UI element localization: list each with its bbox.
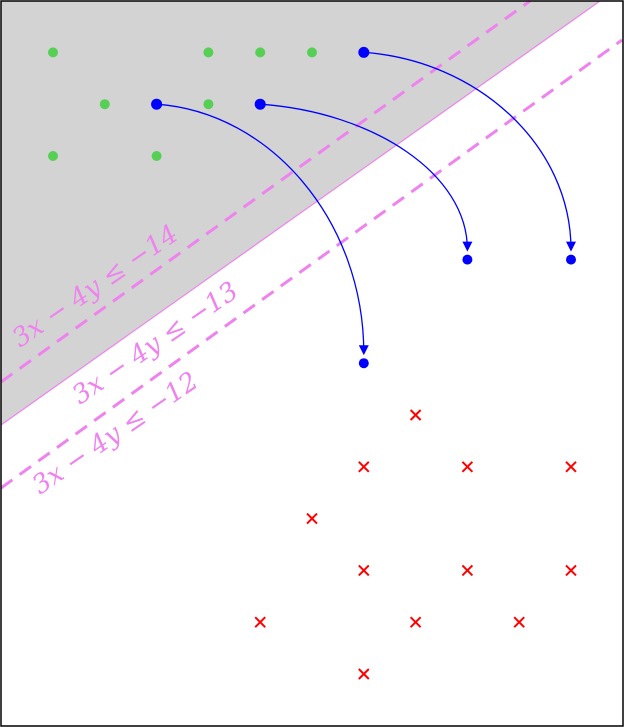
cross-point-6 bbox=[461, 564, 474, 577]
arrows bbox=[156, 51, 576, 369]
cross-points bbox=[254, 409, 577, 680]
green-point-2 bbox=[255, 47, 266, 58]
cross-point-4 bbox=[306, 512, 318, 525]
constraint-line-14 bbox=[0, 0, 531, 384]
blue-point-1 bbox=[151, 98, 163, 110]
cross-point-8 bbox=[254, 616, 266, 628]
cross-point-7 bbox=[565, 564, 577, 577]
arrow-target-point-1 bbox=[462, 254, 473, 265]
blue-points bbox=[151, 46, 370, 110]
cross-point-9 bbox=[409, 616, 422, 628]
arrow-target-point-2 bbox=[358, 358, 369, 369]
green-point-5 bbox=[203, 99, 214, 110]
cross-point-11 bbox=[358, 668, 370, 680]
arrow-target-point-0 bbox=[566, 254, 576, 265]
rounding-arrow-1 bbox=[260, 103, 473, 252]
blue-point-2 bbox=[254, 98, 266, 110]
cross-point-0 bbox=[409, 409, 422, 421]
rounding-arrow-0 bbox=[363, 51, 576, 252]
feasible-region-boundary bbox=[0, 0, 601, 426]
green-point-3 bbox=[307, 47, 317, 58]
constraint-line-12 bbox=[0, 38, 623, 490]
cross-point-2 bbox=[461, 461, 474, 473]
green-point-1 bbox=[203, 47, 214, 58]
cross-point-10 bbox=[513, 616, 525, 628]
green-point-0 bbox=[48, 47, 58, 58]
green-point-7 bbox=[151, 151, 162, 161]
blue-point-0 bbox=[358, 46, 370, 58]
cross-point-5 bbox=[358, 564, 370, 577]
green-point-6 bbox=[48, 151, 58, 161]
cross-point-1 bbox=[358, 461, 370, 473]
green-points bbox=[48, 47, 317, 161]
cross-point-3 bbox=[565, 461, 577, 473]
rounding-arrow-2 bbox=[156, 103, 369, 356]
green-point-4 bbox=[99, 99, 110, 110]
